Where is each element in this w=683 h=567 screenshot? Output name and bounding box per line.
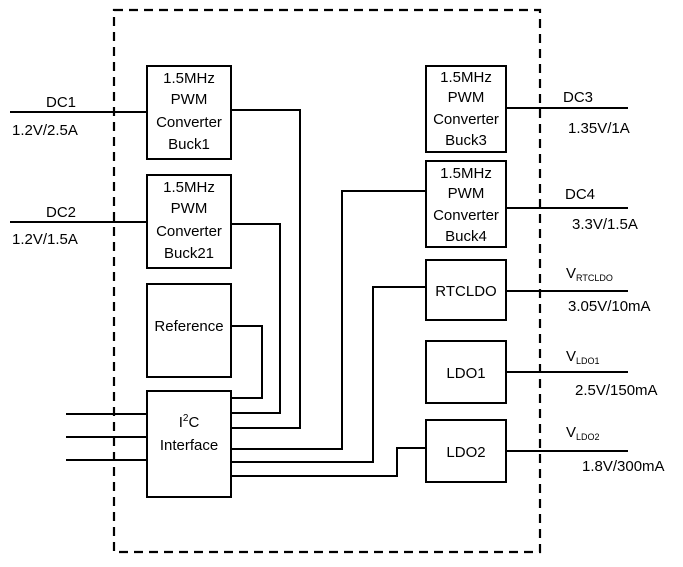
buck21-line-1: 1.5MHz	[163, 179, 215, 196]
ldo2-block: LDO2	[425, 419, 507, 483]
i2c-to-buck1-line	[231, 109, 301, 429]
rtcldo-label: RTCLDO	[435, 283, 496, 300]
i2c-to-reference-line	[231, 325, 263, 399]
dc4-name: DC4	[565, 186, 595, 203]
buck4-line-4: Buck4	[445, 228, 487, 245]
buck3-line-3: Converter	[433, 111, 499, 128]
buck4-line-3: Converter	[433, 207, 499, 224]
vldo2-name: VLDO2	[566, 424, 600, 442]
buck3-line-1: 1.5MHz	[440, 69, 492, 86]
buck4-block: 1.5MHz PWM Converter Buck4	[425, 160, 507, 248]
dc1-name: DC1	[46, 94, 76, 111]
buck3-line-4: Buck3	[445, 132, 487, 149]
dc2-name: DC2	[46, 204, 76, 221]
buck3-line-2: PWM	[448, 89, 485, 106]
rtcldo-block: RTCLDO	[425, 259, 507, 321]
ldo1-block: LDO1	[425, 340, 507, 404]
buck1-line-1: 1.5MHz	[163, 70, 215, 87]
vldo1-value: 2.5V/150mA	[575, 382, 658, 399]
vrtcldo-value: 3.05V/10mA	[568, 298, 651, 315]
i2c-to-buck21-line	[231, 223, 281, 414]
buck21-line-4: Buck21	[164, 245, 214, 262]
buck1-block: 1.5MHz PWM Converter Buck1	[146, 65, 232, 160]
reference-block: Reference	[146, 283, 232, 378]
i2c-to-ldo2-line	[231, 447, 426, 477]
dc4-value: 3.3V/1.5A	[572, 216, 638, 233]
buck1-line-3: Converter	[156, 114, 222, 131]
buck1-line-2: PWM	[171, 91, 208, 108]
buck4-line-1: 1.5MHz	[440, 165, 492, 182]
buck4-line-2: PWM	[448, 185, 485, 202]
i2c-interface-label: Interface	[160, 437, 218, 454]
vldo2-value: 1.8V/300mA	[582, 458, 665, 475]
buck21-line-2: PWM	[171, 200, 208, 217]
buck21-block: 1.5MHz PWM Converter Buck21	[146, 174, 232, 269]
dc3-name: DC3	[563, 89, 593, 106]
ldo1-label: LDO1	[446, 365, 485, 382]
ldo2-label: LDO2	[446, 444, 485, 461]
vrtcldo-name: VRTCLDO	[566, 265, 613, 283]
i2c-interface-block: I2C Interface	[146, 390, 232, 498]
chip-boundary	[112, 8, 542, 554]
dc3-value: 1.35V/1A	[568, 120, 630, 137]
dc1-value: 1.2V/2.5A	[12, 122, 78, 139]
i2c-label: I2C	[179, 413, 200, 431]
dc2-value: 1.2V/1.5A	[12, 231, 78, 248]
i2c-to-rtcldo-line	[231, 286, 426, 463]
buck3-block: 1.5MHz PWM Converter Buck3	[425, 65, 507, 153]
buck21-line-3: Converter	[156, 223, 222, 240]
reference-label: Reference	[154, 318, 223, 335]
buck1-line-4: Buck1	[168, 136, 210, 153]
i2c-to-buck4-line	[231, 190, 426, 450]
vldo1-name: VLDO1	[566, 348, 600, 366]
